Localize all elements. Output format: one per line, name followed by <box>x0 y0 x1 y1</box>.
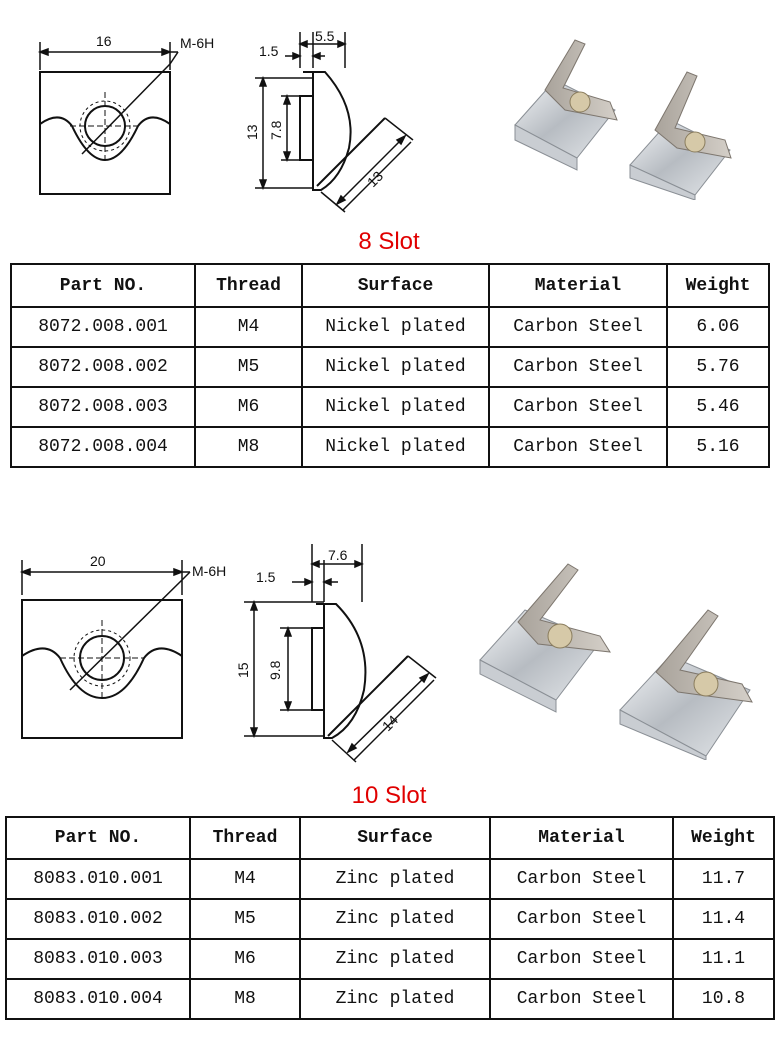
col-material: Material <box>488 263 668 308</box>
thread-label: M-6H <box>180 35 214 51</box>
section-10-slot: 20 M-6H <box>0 520 778 1039</box>
dim-inner: 7.8 <box>268 120 284 140</box>
nut-left-10 <box>479 563 611 713</box>
thread-label: M-6H <box>192 563 226 579</box>
cell-part-no: 8083.010.003 <box>5 938 191 980</box>
cell-weight: 10.8 <box>672 978 775 1020</box>
col-weight: Weight <box>666 263 770 308</box>
cell-weight: 5.46 <box>666 386 770 428</box>
cell-thread: M5 <box>189 898 301 940</box>
cell-thread: M8 <box>189 978 301 1020</box>
dim-height: 13 <box>244 124 260 140</box>
col-part-no: Part NO. <box>10 263 196 308</box>
cell-surface: Nickel plated <box>301 346 490 388</box>
cell-thread: M5 <box>194 346 303 388</box>
dim-top-right: 5.5 <box>315 28 335 44</box>
cell-surface: Zinc plated <box>299 978 491 1020</box>
spec-table-10: Part NO. Thread Surface Material Weight … <box>5 816 775 1020</box>
table-header-row: Part NO. Thread Surface Material Weight <box>10 263 770 308</box>
table-row: 8072.008.002 M5 Nickel plated Carbon Ste… <box>10 346 770 388</box>
cell-thread: M8 <box>194 426 303 468</box>
cell-thread: M6 <box>189 938 301 980</box>
table-row: 8083.010.003 M6 Zinc plated Carbon Steel… <box>5 938 775 980</box>
section-title: 8 Slot <box>358 228 420 255</box>
table-header-row: Part NO. Thread Surface Material Weight <box>5 816 775 860</box>
cell-surface: Zinc plated <box>299 898 491 940</box>
front-view-drawing-10: 20 M-6H <box>19 553 226 739</box>
cell-material: Carbon Steel <box>489 858 674 900</box>
cell-surface: Nickel plated <box>301 306 490 348</box>
cell-weight: 11.1 <box>672 938 775 980</box>
cell-part-no: 8083.010.004 <box>5 978 191 1020</box>
section-8-slot: 16 M-6H <box>0 0 778 480</box>
table-row: 8072.008.001 M4 Nickel plated Carbon Ste… <box>10 306 770 348</box>
col-weight: Weight <box>672 816 775 860</box>
cell-part-no: 8072.008.001 <box>10 306 196 348</box>
col-thread: Thread <box>189 816 301 860</box>
cell-part-no: 8083.010.001 <box>5 858 191 900</box>
cell-part-no: 8072.008.004 <box>10 426 196 468</box>
cell-part-no: 8083.010.002 <box>5 898 191 940</box>
nut-right-10 <box>619 609 753 760</box>
cell-thread: M6 <box>194 386 303 428</box>
cell-thread: M4 <box>189 858 301 900</box>
dim-top-left: 1.5 <box>259 43 279 59</box>
width-dimension: 16 <box>96 33 112 49</box>
col-material: Material <box>489 816 674 860</box>
col-part-no: Part NO. <box>5 816 191 860</box>
cell-material: Carbon Steel <box>489 978 674 1020</box>
cell-surface: Nickel plated <box>301 386 490 428</box>
col-thread: Thread <box>194 263 303 308</box>
cell-surface: Zinc plated <box>299 858 491 900</box>
nut-right-8 <box>629 71 732 200</box>
width-dimension: 20 <box>90 553 106 569</box>
cell-weight: 6.06 <box>666 306 770 348</box>
dim-inner: 9.8 <box>267 660 283 680</box>
cell-thread: M4 <box>194 306 303 348</box>
side-view-drawing-10: 1.5 7.6 15 9.8 14 <box>235 544 437 763</box>
table-row: 8083.010.004 M8 Zinc plated Carbon Steel… <box>5 978 775 1020</box>
cell-part-no: 8072.008.002 <box>10 346 196 388</box>
nut-left-8 <box>514 39 618 171</box>
product-photo-8 <box>514 39 732 200</box>
product-photo-10 <box>479 563 753 760</box>
section-title: 10 Slot <box>351 782 427 809</box>
dim-top-right: 7.6 <box>328 547 348 563</box>
cell-part-no: 8072.008.003 <box>10 386 196 428</box>
table-row: 8083.010.001 M4 Zinc plated Carbon Steel… <box>5 858 775 900</box>
spec-table-8: Part NO. Thread Surface Material Weight … <box>10 263 770 468</box>
cell-material: Carbon Steel <box>488 426 668 468</box>
cell-material: Carbon Steel <box>488 346 668 388</box>
col-surface: Surface <box>301 263 490 308</box>
table-row: 8083.010.002 M5 Zinc plated Carbon Steel… <box>5 898 775 940</box>
front-view-drawing-8: 16 M-6H <box>37 33 214 195</box>
dim-height: 15 <box>235 662 251 678</box>
cell-weight: 11.7 <box>672 858 775 900</box>
dim-angle: 14 <box>379 712 401 734</box>
cell-surface: Nickel plated <box>301 426 490 468</box>
dim-top-left: 1.5 <box>256 569 276 585</box>
cell-weight: 5.16 <box>666 426 770 468</box>
cell-weight: 11.4 <box>672 898 775 940</box>
cell-material: Carbon Steel <box>488 306 668 348</box>
table-row: 8072.008.004 M8 Nickel plated Carbon Ste… <box>10 426 770 468</box>
side-view-drawing-8: 1.5 5.5 13 7.8 13 <box>244 28 414 213</box>
cell-surface: Zinc plated <box>299 938 491 980</box>
cell-material: Carbon Steel <box>489 898 674 940</box>
col-surface: Surface <box>299 816 491 860</box>
cell-material: Carbon Steel <box>489 938 674 980</box>
cell-material: Carbon Steel <box>488 386 668 428</box>
cell-weight: 5.76 <box>666 346 770 388</box>
table-row: 8072.008.003 M6 Nickel plated Carbon Ste… <box>10 386 770 428</box>
